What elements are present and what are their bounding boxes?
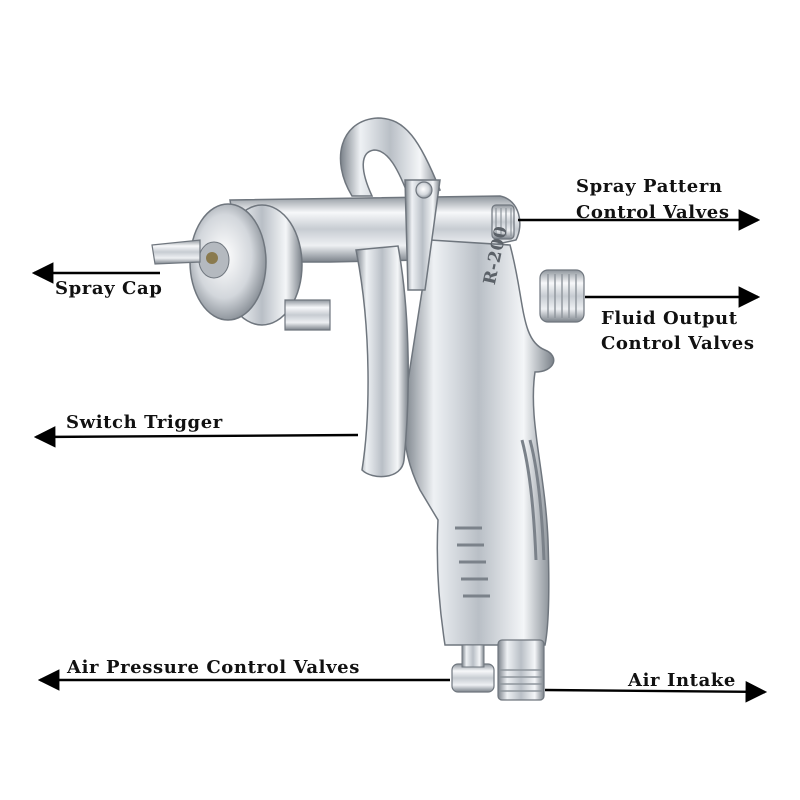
label-spray-pattern-line2: Control Valves	[576, 202, 730, 223]
arrow-air-intake	[544, 681, 768, 703]
label-spray-pattern-line1: Spray Pattern	[576, 176, 723, 197]
label-air-pressure: Air Pressure Control Valves	[67, 657, 360, 678]
label-fluid-output-line2: Control Valves	[601, 333, 755, 354]
arrow-switch-trigger	[33, 426, 359, 448]
trigger-pivot	[415, 181, 433, 199]
label-air-intake: Air Intake	[628, 670, 736, 691]
label-spray-cap: Spray Cap	[55, 278, 163, 299]
trigger-lever	[404, 179, 441, 291]
label-switch-trigger: Switch Trigger	[66, 412, 223, 433]
spray-pattern-knob	[491, 204, 515, 240]
fluid-neck	[284, 299, 331, 331]
gun-handle	[402, 239, 555, 646]
air-pressure-knob	[451, 663, 495, 693]
trigger	[355, 245, 409, 478]
label-fluid-output-line1: Fluid Output	[601, 308, 738, 329]
cap-horn	[151, 239, 201, 265]
grip-ridges	[455, 439, 546, 598]
